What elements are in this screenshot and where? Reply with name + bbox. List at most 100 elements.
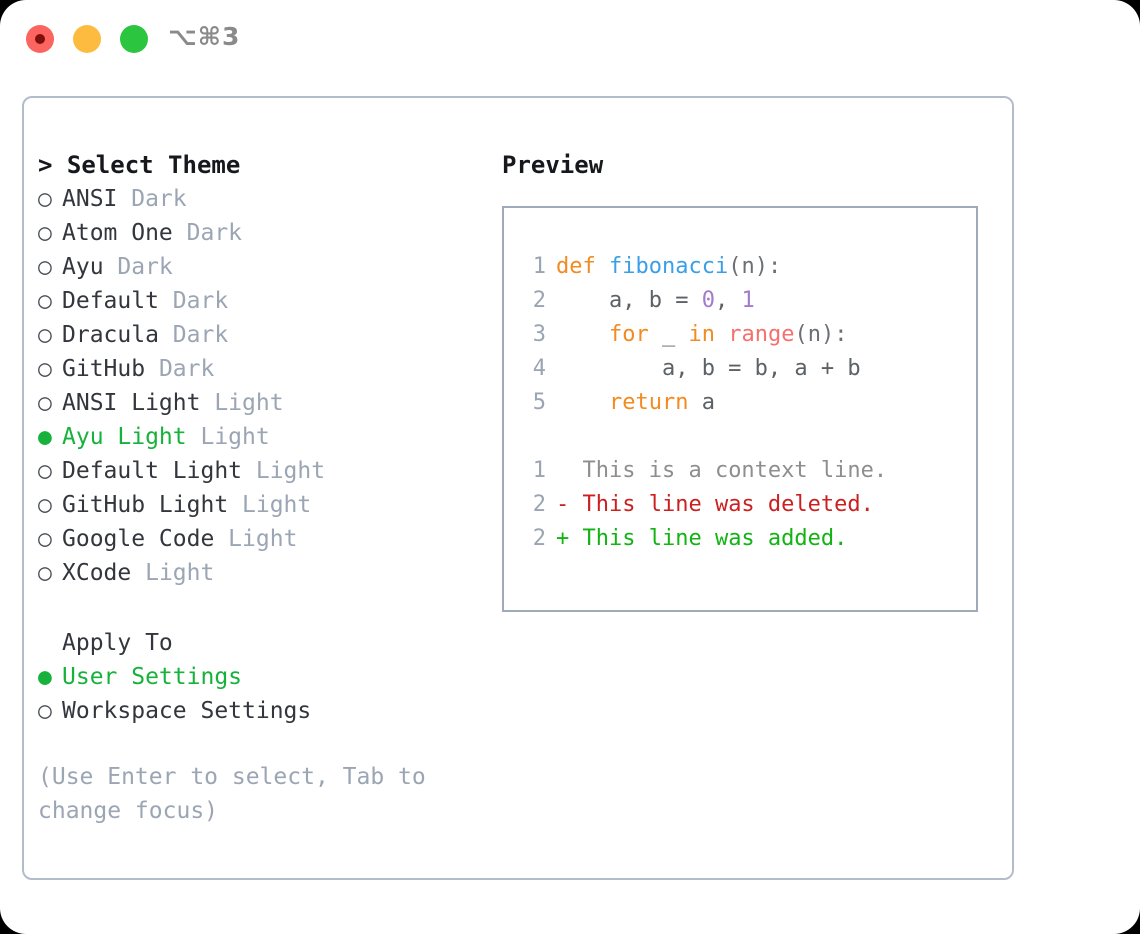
code-token-number: 1 (741, 288, 755, 313)
theme-name: XCode (62, 560, 132, 586)
theme-list-item[interactable]: ○ GitHub Dark (38, 352, 488, 386)
diff-sample: 1 This is a context line. 2- This line wa… (504, 454, 976, 556)
code-line: 5 return a (504, 386, 976, 420)
theme-list-item[interactable]: ○ Google Code Light (38, 522, 488, 556)
code-token-builtin: range (728, 322, 795, 347)
theme-name: Ayu Light (62, 424, 187, 450)
theme-list[interactable]: ○ANSI Dark○Atom One Dark○Ayu Dark○Defaul… (38, 182, 488, 590)
theme-list-item[interactable]: ○ Dracula Dark (38, 318, 488, 352)
line-number: 2 (532, 288, 546, 313)
theme-list-item[interactable]: ○ Default Light Light (38, 454, 488, 488)
maximize-button[interactable] (120, 25, 148, 53)
diff-marker: + (556, 526, 570, 551)
code-token-punct: (n): (794, 322, 848, 347)
apply-to-heading: Apply To (62, 630, 173, 656)
preview-gap (504, 420, 976, 454)
code-token-keyword: in (688, 322, 715, 347)
diff-text: This line was added. (569, 526, 848, 551)
theme-list-item[interactable]: ○ Atom One Dark (38, 216, 488, 250)
diff-marker (556, 458, 569, 483)
theme-list-item[interactable]: ● Ayu Light Light (38, 420, 488, 454)
theme-kind-badge: Dark (145, 356, 215, 382)
apply-to-label: User Settings (62, 664, 243, 690)
theme-list-item[interactable]: ○GitHub Light Light (38, 488, 488, 522)
traffic-light-buttons (26, 25, 148, 53)
window-titlebar: ⌥⌘3 (0, 0, 1140, 78)
code-token-plain: , (714, 288, 742, 313)
select-theme-heading: > Select Theme (38, 151, 241, 179)
radio-unselected-icon[interactable]: ○ (38, 560, 52, 586)
radio-unselected-icon[interactable]: ○ (38, 356, 52, 382)
radio-unselected-icon[interactable]: ○ (38, 390, 52, 416)
keyboard-hint-text: (Use Enter to select, Tab to change focu… (38, 764, 426, 824)
theme-kind-badge: Light (242, 458, 326, 484)
code-token-plain: a, b = b, a + b (556, 356, 861, 381)
apply-to-list[interactable]: ● User Settings ○ Workspace Settings (38, 660, 488, 728)
theme-kind-badge: Dark (158, 288, 229, 314)
theme-name: ANSI (62, 186, 118, 212)
line-number: 5 (532, 390, 546, 415)
theme-list-item[interactable]: ○ ANSI Light Light (38, 386, 488, 420)
theme-picker-panel: > Select Theme ○ANSI Dark○Atom One Dark○… (22, 96, 1014, 880)
radio-unselected-icon[interactable]: ○ (38, 220, 52, 246)
theme-list-item[interactable]: ○ XCode Light (38, 556, 488, 590)
theme-list-item[interactable]: ○Default Dark (38, 284, 488, 318)
column-spacer (38, 590, 488, 626)
theme-kind-badge: Dark (172, 220, 243, 246)
theme-list-item[interactable]: ○ Ayu Dark (38, 250, 488, 284)
code-token-number: 0 (701, 288, 715, 313)
theme-name: GitHub (62, 356, 146, 382)
diff-line: 1 This is a context line. (504, 454, 976, 488)
theme-name: Google Code (62, 526, 215, 552)
theme-kind-badge: Light (131, 560, 215, 586)
radio-unselected-icon[interactable]: ○ (38, 254, 52, 280)
radio-unselected-icon[interactable]: ○ (38, 526, 52, 552)
theme-name: Ayu (62, 254, 104, 280)
code-token-keyword: return (608, 390, 689, 415)
theme-name: Default Light (62, 458, 243, 484)
window-title-shortcut: ⌥⌘3 (168, 22, 241, 51)
code-token-plain (556, 322, 609, 347)
code-token-plain: a, b = (556, 288, 702, 313)
radio-unselected-icon[interactable]: ○ (38, 458, 52, 484)
code-token-keyword: def (556, 254, 609, 279)
radio-unselected-icon[interactable]: ○ (38, 186, 52, 212)
code-token-plain (715, 322, 728, 347)
diff-line: 2+ This line was added. (504, 522, 976, 556)
radio-unselected-icon[interactable]: ○ (38, 288, 52, 314)
theme-name: Atom One (62, 220, 173, 246)
radio-unselected-icon[interactable]: ○ (38, 322, 52, 348)
line-number: 2 (532, 492, 546, 517)
code-token-keyword: for (608, 322, 649, 347)
theme-name: GitHub Light (62, 492, 229, 518)
diff-text: This line was deleted. (569, 492, 874, 517)
code-token-plain (556, 390, 609, 415)
apply-to-label: Workspace Settings (62, 698, 312, 724)
theme-kind-badge: Light (214, 526, 298, 552)
theme-list-item[interactable]: ○ ANSI Dark (38, 182, 488, 216)
line-number: 1 (532, 458, 546, 483)
apply-to-item[interactable]: ○ Workspace Settings (38, 694, 488, 728)
line-number: 3 (532, 322, 546, 347)
theme-name: Dracula (62, 322, 159, 348)
minimize-button[interactable] (73, 25, 101, 53)
radio-selected-icon[interactable]: ● (38, 664, 52, 690)
theme-kind-badge: Light (200, 390, 284, 416)
theme-kind-badge: Light (186, 424, 270, 450)
theme-kind-badge: Dark (158, 322, 229, 348)
diff-marker: - (556, 492, 570, 517)
code-line: 4 a, b = b, a + b (504, 352, 976, 386)
theme-kind-badge: Dark (117, 186, 187, 212)
radio-selected-icon[interactable]: ● (38, 424, 52, 450)
theme-name: ANSI Light (62, 390, 201, 416)
close-button[interactable] (26, 25, 54, 53)
code-token-function: fibonacci (608, 254, 729, 279)
code-line: 3 for _ in range(n): (504, 318, 976, 352)
radio-unselected-icon[interactable]: ○ (38, 492, 52, 518)
theme-kind-badge: Dark (103, 254, 173, 280)
radio-unselected-icon[interactable]: ○ (38, 698, 52, 724)
apply-to-item[interactable]: ● User Settings (38, 660, 488, 694)
